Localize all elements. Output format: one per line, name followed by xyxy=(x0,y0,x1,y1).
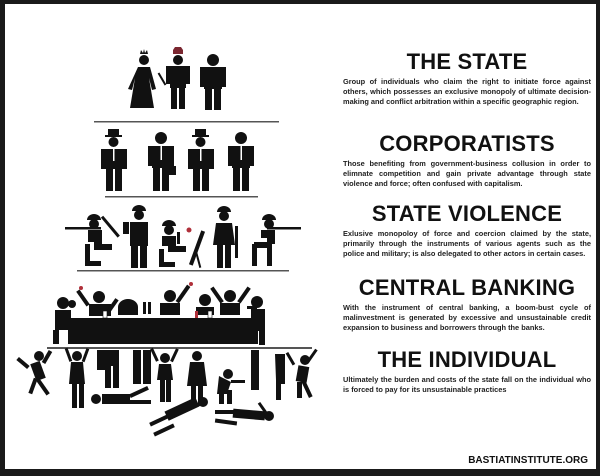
section-the-state: THE STATE Group of individuals who claim… xyxy=(343,50,591,107)
standing-soldier-rifle-icon xyxy=(100,205,148,268)
section-title: THE INDIVIDUAL xyxy=(377,347,557,372)
section-the-individual: THE INDIVIDUAL Ultimately the burden and… xyxy=(343,348,591,395)
top-hat-businessman-icon xyxy=(101,129,127,191)
king-icon xyxy=(157,47,190,109)
businessman-briefcase-icon xyxy=(148,132,176,191)
pyramid-figures-icon xyxy=(16,47,318,437)
section-body: Those benefiting from government-busines… xyxy=(343,159,591,188)
kneeling-rifleman-icon xyxy=(65,214,112,266)
section-corporatists: CORPORATISTS Those benefiting from gover… xyxy=(343,132,591,189)
top-hat-businessman-icon xyxy=(188,129,214,191)
poster-frame: THE STATE Group of individuals who claim… xyxy=(5,4,596,469)
businessman-icon xyxy=(228,132,254,191)
section-body: Exlusive monopoloy of force and coercion… xyxy=(343,229,591,258)
official-icon xyxy=(200,54,226,110)
kneeling-soldier-drink-icon xyxy=(159,220,192,267)
pyramid-illustration xyxy=(5,4,335,469)
queen-icon xyxy=(128,49,156,108)
crushed-crowd-icon xyxy=(16,347,318,437)
section-title: STATE VIOLENCE xyxy=(371,201,563,226)
section-body: With the instrument of central banking, … xyxy=(343,303,591,332)
banquet-table-feasters-icon xyxy=(53,282,265,345)
section-central-banking: CENTRAL BANKING With the instrument of c… xyxy=(343,276,591,333)
section-title: CENTRAL BANKING xyxy=(358,275,576,300)
kneeling-rifleman-icon xyxy=(252,214,301,266)
section-body: Ultimately the burden and costs of the s… xyxy=(343,375,591,394)
footer-credit: BASTIATINSTITUTE.ORG xyxy=(468,455,588,466)
section-title: CORPORATISTS xyxy=(379,131,555,156)
section-state-violence: STATE VIOLENCE Exlusive monopoloy of for… xyxy=(343,202,591,259)
mortar-icon xyxy=(188,230,206,268)
section-title: THE STATE xyxy=(406,49,528,74)
female-soldier-rifle-icon xyxy=(213,206,238,268)
section-body: Group of individuals who claim the right… xyxy=(343,77,591,106)
